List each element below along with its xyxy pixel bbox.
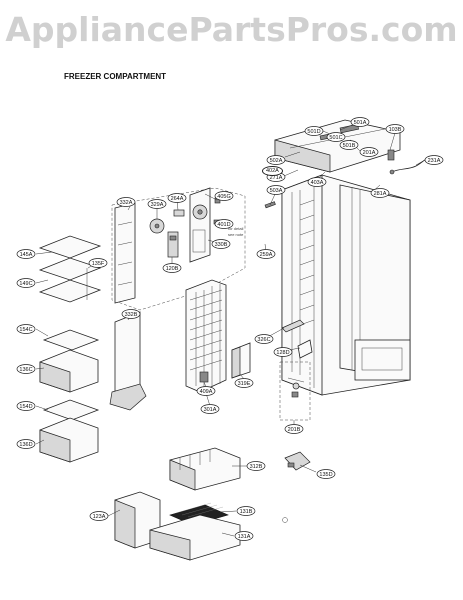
freezer-shelves	[38, 235, 102, 303]
wire-harness	[387, 149, 429, 175]
callout-403a: 403A	[307, 177, 327, 187]
part-319e	[231, 342, 251, 379]
svg-text:201A: 201A	[363, 150, 376, 156]
svg-text:136C: 136C	[19, 367, 32, 373]
part-326c	[281, 319, 313, 359]
callout-135d: 135D	[316, 469, 336, 479]
svg-text:123A: 123A	[93, 514, 106, 520]
callout-281a: 281A	[370, 188, 390, 198]
top-cover-assembly	[274, 119, 401, 173]
callout-201b: 201B	[284, 424, 304, 434]
svg-text:326C: 326C	[257, 337, 270, 343]
svg-text:281A: 281A	[374, 191, 387, 197]
svg-text:501B: 501B	[343, 143, 356, 149]
callout-332b: 332B	[121, 309, 141, 319]
svg-text:401D: 401D	[217, 222, 230, 228]
callout-231a: 231A	[424, 155, 444, 165]
svg-text:405G: 405G	[217, 194, 230, 200]
callout-label-502a: 502A	[270, 158, 283, 164]
callout-154d: 154D	[16, 401, 36, 411]
callout-120b: 120B	[162, 263, 182, 273]
svg-text:131B: 131B	[240, 509, 253, 515]
callout-301a: 301A	[200, 404, 220, 414]
callout-503a: 503A	[266, 185, 286, 195]
svg-text:301A: 301A	[204, 407, 217, 413]
svg-text:264A: 264A	[171, 196, 184, 202]
callout-326c: 326C	[254, 334, 274, 344]
svg-text:136D: 136D	[19, 442, 32, 448]
callout-128d: 128D	[273, 347, 293, 357]
svg-text:131A: 131A	[238, 534, 251, 540]
callout-330b: 330B	[211, 239, 231, 249]
callout-149c: 149C	[16, 278, 36, 288]
callout-501a: 501A	[350, 117, 370, 127]
machine-compartment	[114, 447, 311, 561]
evaporator-assembly	[185, 279, 227, 393]
svg-text:409A: 409A	[200, 389, 213, 395]
callout-329a: 329A	[147, 199, 167, 209]
svg-text:231A: 231A	[428, 158, 441, 164]
svg-text:332A: 332A	[120, 200, 133, 206]
damper-detail	[279, 361, 311, 421]
svg-text:135D: 135D	[319, 472, 332, 478]
svg-text:259A: 259A	[260, 252, 273, 258]
svg-text:120B: 120B	[166, 266, 179, 272]
svg-text:149C: 149C	[19, 281, 32, 287]
callout-136c: 136C	[16, 364, 36, 374]
callout-312b: 312B	[246, 461, 266, 471]
door-liner-panel	[109, 311, 147, 411]
svg-text:128D: 128D	[276, 350, 289, 356]
callout-259a: 259A	[256, 249, 276, 259]
svg-text:145A: 145A	[20, 252, 33, 258]
callout-136d: 136D	[16, 439, 36, 449]
svg-text:319E: 319E	[238, 381, 251, 387]
svg-text:271A: 271A	[270, 175, 283, 181]
svg-text:501A: 501A	[354, 120, 367, 126]
callout-319e: 319E	[234, 378, 254, 388]
svg-text:see note: see note	[228, 232, 244, 237]
callout-501b: 501B	[339, 140, 359, 150]
svg-text:501C: 501C	[329, 135, 342, 141]
callout-264a: 264A	[167, 193, 187, 203]
callout-401d: 401D	[214, 219, 234, 229]
svg-text:154C: 154C	[19, 327, 32, 333]
callout-502a: 502A	[266, 155, 286, 165]
callout-131b: 131B	[236, 506, 256, 516]
svg-text:330B: 330B	[215, 242, 228, 248]
callout-501c: 501C	[326, 132, 346, 142]
callout-123a: 123A	[89, 511, 109, 521]
callout-501d: 501D	[304, 126, 324, 136]
svg-text:201B: 201B	[288, 427, 301, 433]
callout-145a: 145A	[16, 249, 36, 259]
callout-201a: 201A	[359, 147, 379, 157]
svg-text:for detail: for detail	[228, 226, 243, 231]
freezer-bins	[39, 329, 100, 463]
callout-131a: 131A	[234, 531, 254, 541]
svg-text:312B: 312B	[250, 464, 263, 470]
svg-text:329A: 329A	[151, 202, 164, 208]
svg-text:332B: 332B	[125, 312, 138, 318]
svg-text:501D: 501D	[307, 129, 320, 135]
callout-103b: 103B	[385, 124, 405, 134]
svg-text:503A: 503A	[270, 188, 283, 194]
callout-405g: 405G	[214, 191, 234, 201]
svg-text:154D: 154D	[19, 404, 32, 410]
callout-409a: 409A	[196, 386, 216, 396]
site-watermark: AppliancePartsPros.com	[5, 10, 458, 49]
callout-402a-label: 402A	[262, 166, 283, 176]
svg-text:135F: 135F	[92, 261, 105, 267]
svg-text:103B: 103B	[389, 127, 402, 133]
svg-text:403A: 403A	[311, 180, 324, 186]
section-title: FREEZER COMPARTMENT	[64, 72, 167, 81]
callout-154c: 154C	[16, 324, 36, 334]
callout-135f: 135F	[88, 258, 108, 268]
callout-332a: 332A	[116, 197, 136, 207]
